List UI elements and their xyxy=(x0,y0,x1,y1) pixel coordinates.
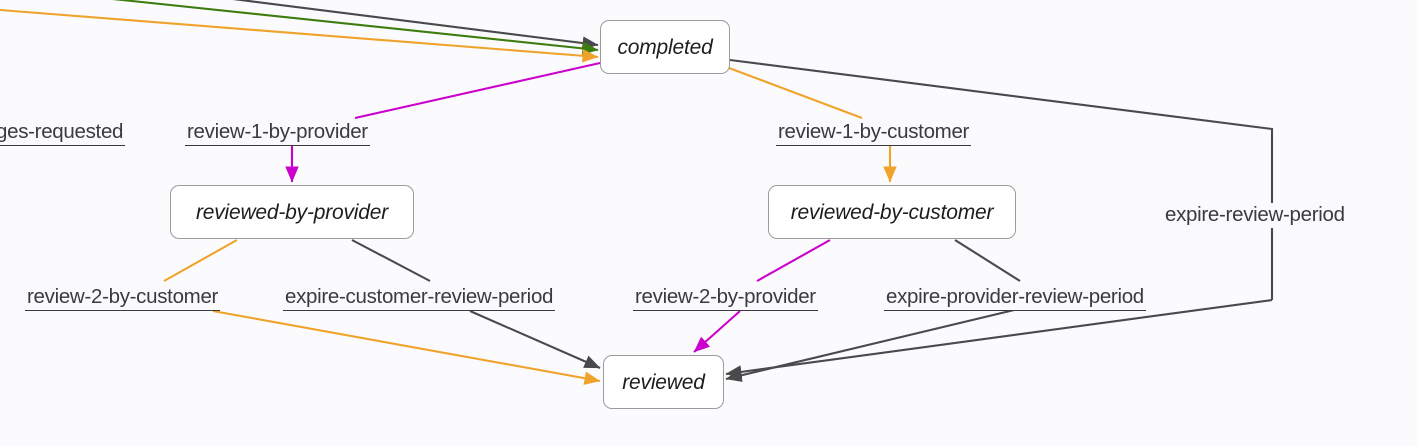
state-node-label: reviewed-by-provider xyxy=(195,200,389,224)
edge-label-review-1-by-customer[interactable]: review-1-by-customer xyxy=(776,120,972,146)
edge-reviewed-by-customer-to-expire-provider-review-period xyxy=(954,239,1021,282)
edge-label-expire-provider-review-period[interactable]: expire-provider-review-period xyxy=(884,285,1146,311)
edge-expire-review-period-to-reviewed xyxy=(725,298,1273,379)
edge-label-review-2-by-provider[interactable]: review-2-by-provider xyxy=(633,285,818,311)
state-node-completed[interactable]: completed xyxy=(600,20,730,74)
state-node-reviewed-by-provider[interactable]: reviewed-by-provider xyxy=(170,185,414,239)
edge-label-expire-customer-review-period[interactable]: expire-customer-review-period xyxy=(283,285,556,311)
edge-reviewed-by-provider-to-review-2-by-customer xyxy=(163,239,238,282)
edge-review-2-by-customer-to-reviewed xyxy=(212,309,601,385)
edge-incoming-gray-to-completed xyxy=(232,0,599,50)
edge-review-2-by-provider-to-reviewed xyxy=(693,310,741,353)
edge-incoming-orange-to-completed xyxy=(0,8,599,63)
edge-label-expire-review-period[interactable]: expire-review-period xyxy=(1163,203,1347,228)
state-node-label: reviewed xyxy=(622,370,705,394)
state-node-reviewed-by-customer[interactable]: reviewed-by-customer xyxy=(768,185,1016,239)
state-node-reviewed[interactable]: reviewed xyxy=(603,355,724,409)
state-node-label: reviewed-by-customer xyxy=(790,200,994,224)
edge-reviewed-by-provider-to-expire-customer-review-period xyxy=(351,239,431,282)
edge-reviewed-by-customer-to-review-2-by-provider xyxy=(756,239,831,282)
edge-label-review-1-by-provider[interactable]: review-1-by-provider xyxy=(185,120,370,146)
edge-incoming-green-to-completed xyxy=(112,0,599,56)
edge-completed-to-expire-review-period xyxy=(729,58,1274,300)
edge-completed-to-review-1-by-provider xyxy=(354,61,601,120)
edge-label-changes-requested[interactable]: ges-requested xyxy=(0,120,126,146)
edge-completed-to-review-1-by-customer xyxy=(728,67,863,119)
edge-label-review-2-by-customer[interactable]: review-2-by-customer xyxy=(25,285,221,311)
state-node-label: completed xyxy=(617,35,713,59)
edge-expire-provider-review-period-to-reviewed xyxy=(725,303,1036,382)
edge-expire-customer-review-period-to-reviewed xyxy=(469,310,601,369)
